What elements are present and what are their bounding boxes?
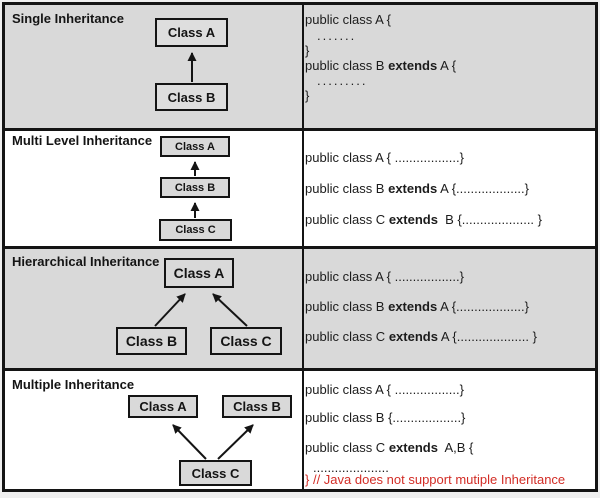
code-line: public class C extends A {..............… <box>305 330 537 344</box>
class-box-c: Class C <box>179 460 252 486</box>
class-box-b: Class B <box>155 83 228 111</box>
code-line: public class A { ..................} <box>305 383 464 397</box>
code-line: public class B extends A { <box>305 59 456 73</box>
row-hierarchical-inheritance <box>5 249 595 371</box>
code-text: public class B <box>305 299 389 314</box>
section-title-single: Single Inheritance <box>12 11 124 26</box>
code-text: ....... <box>317 28 357 43</box>
class-box-c: Class C <box>210 327 282 355</box>
code-text: public class B {...................} <box>305 410 466 425</box>
code-line: public class B {...................} <box>305 411 465 425</box>
code-line: } <box>305 89 309 103</box>
code-text: public class A { ..................} <box>305 382 464 397</box>
code-keyword-extends: extends <box>388 212 438 227</box>
code-text: public class C <box>305 329 389 344</box>
class-box-b: Class B <box>160 177 230 198</box>
section-title-multi-level: Multi Level Inheritance <box>12 133 153 148</box>
code-text: public class A { <box>305 12 391 27</box>
code-line: ....... <box>317 29 356 43</box>
code-text: } <box>305 43 310 58</box>
code-keyword-extends: extends <box>388 440 438 455</box>
code-text: A { <box>437 58 457 73</box>
class-box-a: Class A <box>160 136 230 157</box>
code-line: } <box>305 44 309 58</box>
code-keyword-extends: extends <box>388 181 438 196</box>
code-line: public class C extends A,B { <box>305 441 473 455</box>
code-line: ..................... <box>313 461 389 475</box>
code-text: public class B <box>305 181 389 196</box>
code-line: public class C extends B {..............… <box>305 213 542 227</box>
row-single-inheritance <box>5 5 595 131</box>
class-box-a: Class A <box>128 395 198 418</box>
code-line: public class B extends A {..............… <box>305 300 529 314</box>
code-keyword-extends: extends <box>388 329 438 344</box>
class-box-c: Class C <box>159 219 232 241</box>
code-text: B {.................... } <box>437 212 542 227</box>
code-line: public class A { ..................} <box>305 270 464 284</box>
code-line: public class B extends A {..............… <box>305 182 529 196</box>
code-keyword-extends: extends <box>388 299 438 314</box>
class-box-a: Class A <box>155 18 228 47</box>
code-line: public class A { <box>305 13 391 27</box>
class-box-b: Class B <box>116 327 187 355</box>
column-divider <box>302 5 304 489</box>
class-box-b: Class B <box>222 395 292 418</box>
code-text: ..................... <box>313 460 389 475</box>
code-text: public class C <box>305 212 389 227</box>
row-multi-level-inheritance <box>5 131 595 249</box>
code-keyword-extends: extends <box>388 58 438 73</box>
code-text: A {.................... } <box>437 329 537 344</box>
class-box-a: Class A <box>164 258 234 288</box>
section-title-hierarchical: Hierarchical Inheritance <box>12 254 160 269</box>
code-text: ......... <box>317 73 368 88</box>
code-text: public class C <box>305 440 389 455</box>
row-multiple-inheritance <box>5 371 595 489</box>
code-text: A,B { <box>437 440 474 455</box>
section-title-multiple: Multiple Inheritance <box>12 377 135 392</box>
code-text: public class B <box>305 58 389 73</box>
code-text: A {...................} <box>437 299 530 314</box>
code-line: ......... <box>317 74 368 88</box>
code-text: public class A { ..................} <box>305 150 464 165</box>
code-text: } <box>305 88 310 103</box>
code-comment-no-multiple-inheritance: } // Java does not support mutiple Inher… <box>305 473 565 487</box>
code-text: } // Java does not support mutiple Inher… <box>305 472 566 487</box>
code-text: public class A { ..................} <box>305 269 464 284</box>
code-text: A {...................} <box>437 181 530 196</box>
code-line: public class A { ..................} <box>305 151 464 165</box>
